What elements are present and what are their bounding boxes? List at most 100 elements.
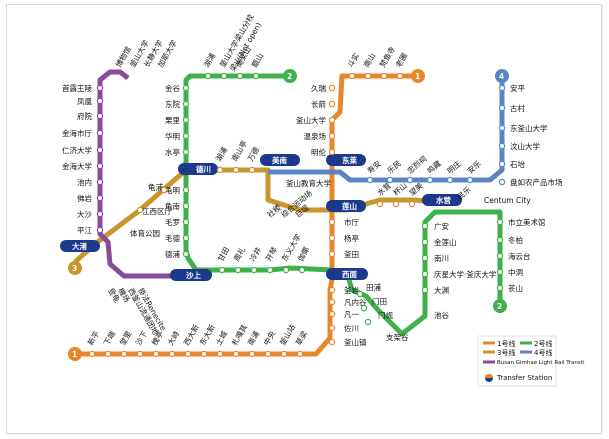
station-dot[interactable]	[498, 142, 506, 150]
station-dot[interactable]	[496, 252, 504, 260]
station-dot[interactable]	[328, 148, 336, 156]
station-dot[interactable]	[234, 266, 242, 274]
station-dot[interactable]	[282, 266, 290, 274]
station-label[interactable]: 湖浦	[213, 145, 229, 163]
station-label[interactable]: 广安	[434, 221, 449, 231]
station-label[interactable]: 市立美术馆	[508, 217, 546, 227]
station-dot[interactable]	[248, 350, 256, 358]
station-label[interactable]: 斗实	[345, 51, 361, 69]
station-dot[interactable]	[96, 97, 104, 105]
transfer-minam[interactable]: 美南	[260, 154, 300, 166]
station-label[interactable]: 凤凰	[77, 97, 92, 106]
station-label[interactable]: Centum City	[484, 196, 531, 205]
station-dot[interactable]	[348, 72, 356, 80]
station-label[interactable]: 万德	[245, 145, 261, 163]
station-label[interactable]: 栗里	[165, 116, 180, 125]
station-dot[interactable]	[396, 72, 404, 80]
station-dot[interactable]	[182, 116, 190, 124]
station-label[interactable]: 乐民	[385, 158, 403, 175]
station-label[interactable]: 杯山	[391, 180, 409, 197]
station-dot[interactable]	[328, 338, 336, 346]
station-dot[interactable]	[496, 236, 504, 244]
station-dot[interactable]	[182, 132, 190, 140]
station-label[interactable]: 佐川	[344, 323, 359, 333]
station-dot[interactable]	[328, 100, 336, 108]
station-dot[interactable]	[498, 124, 506, 132]
station-label[interactable]: 长箭	[311, 99, 326, 109]
station-label[interactable]: 釜山教育大学	[286, 178, 331, 188]
station-label[interactable]: 金海市厅	[62, 128, 92, 138]
station-dot[interactable]	[498, 160, 506, 168]
station-dot[interactable]	[136, 206, 144, 214]
station-dot[interactable]	[182, 148, 190, 156]
station-label[interactable]: 金谷	[165, 83, 180, 93]
station-label[interactable]: 冷井	[247, 245, 263, 263]
station-dot[interactable]	[498, 84, 506, 92]
station-dot[interactable]	[328, 234, 336, 242]
station-dot[interactable]	[498, 104, 506, 112]
station-label[interactable]: 釜田	[344, 249, 359, 259]
transfer-sasang[interactable]: 沙上	[170, 269, 212, 281]
station-label[interactable]: 釜山大学	[296, 115, 326, 125]
station-label[interactable]: 市厅	[344, 217, 359, 227]
station-dot[interactable]	[220, 72, 228, 80]
station-label[interactable]: 苌山	[508, 283, 523, 293]
station-dot[interactable]	[392, 200, 400, 208]
station-dot[interactable]	[496, 284, 504, 292]
station-label[interactable]: 龟明	[165, 185, 180, 195]
station-dot[interactable]	[204, 72, 212, 80]
station-dot[interactable]	[182, 250, 190, 258]
station-label[interactable]: 温泉场	[304, 131, 327, 141]
station-dot[interactable]	[380, 72, 388, 80]
station-label[interactable]: 府院	[77, 111, 92, 121]
transfer-suyeong[interactable]: 水营	[422, 194, 462, 206]
station-label[interactable]: 门岘	[378, 311, 393, 320]
station-label[interactable]: 体育公园	[130, 228, 160, 238]
station-label[interactable]: 池内	[77, 177, 92, 187]
station-label[interactable]: 久瑞	[311, 83, 326, 93]
station-dot[interactable]	[96, 178, 104, 186]
station-label[interactable]: 大渊	[434, 285, 449, 295]
station-label[interactable]: 盘如农产品市场	[510, 177, 563, 187]
station-label[interactable]: 沙下	[134, 329, 150, 347]
station-label[interactable]: 明伦	[311, 147, 326, 157]
station-dot[interactable]	[182, 100, 190, 108]
station-dot[interactable]	[252, 72, 260, 80]
station-label[interactable]: 石坮	[510, 159, 525, 169]
station-dot[interactable]	[232, 166, 240, 174]
transfer-dongnae[interactable]: 东莱	[326, 154, 366, 166]
station-dot[interactable]	[184, 350, 192, 358]
station-label[interactable]: 安乐	[465, 158, 483, 176]
station-label[interactable]: 东院	[165, 99, 180, 109]
station-dot[interactable]	[328, 298, 336, 306]
station-label[interactable]: 华明	[165, 131, 180, 141]
transfer-yeonsan[interactable]: 莲山	[326, 200, 366, 212]
station-dot[interactable]	[218, 266, 226, 274]
station-label[interactable]: 釜山镇	[344, 337, 367, 347]
station-label[interactable]: 湖浦	[201, 51, 217, 69]
station-dot[interactable]	[328, 250, 336, 258]
station-label[interactable]: 大峙	[165, 329, 181, 347]
station-label[interactable]: 南山	[361, 51, 377, 69]
station-dot[interactable]	[96, 162, 104, 170]
station-label[interactable]: 仁济大学	[62, 145, 92, 155]
station-dot[interactable]	[182, 84, 190, 92]
station-label[interactable]: 大沙	[77, 209, 92, 219]
station-dot[interactable]	[236, 72, 244, 80]
station-label[interactable]: 杨亭	[344, 233, 359, 243]
station-label[interactable]: 田浦	[366, 282, 381, 292]
station-label[interactable]: 江西区厅	[142, 207, 172, 216]
station-label[interactable]: 老圃	[393, 51, 409, 69]
transfer-seomyeon[interactable]: 西面	[326, 268, 368, 280]
station-dot[interactable]	[421, 270, 429, 278]
station-dot[interactable]	[364, 318, 372, 326]
station-label[interactable]: 凡内谷	[344, 297, 367, 307]
station-dot[interactable]	[216, 166, 224, 174]
station-dot[interactable]	[182, 234, 190, 242]
station-dot[interactable]	[328, 218, 336, 226]
station-label[interactable]: 金莲山	[434, 237, 457, 247]
station-dot[interactable]	[136, 350, 144, 358]
station-dot[interactable]	[328, 286, 336, 294]
station-dot[interactable]	[88, 350, 96, 358]
station-label[interactable]: 庆星大学·釜庆大学	[434, 269, 497, 279]
